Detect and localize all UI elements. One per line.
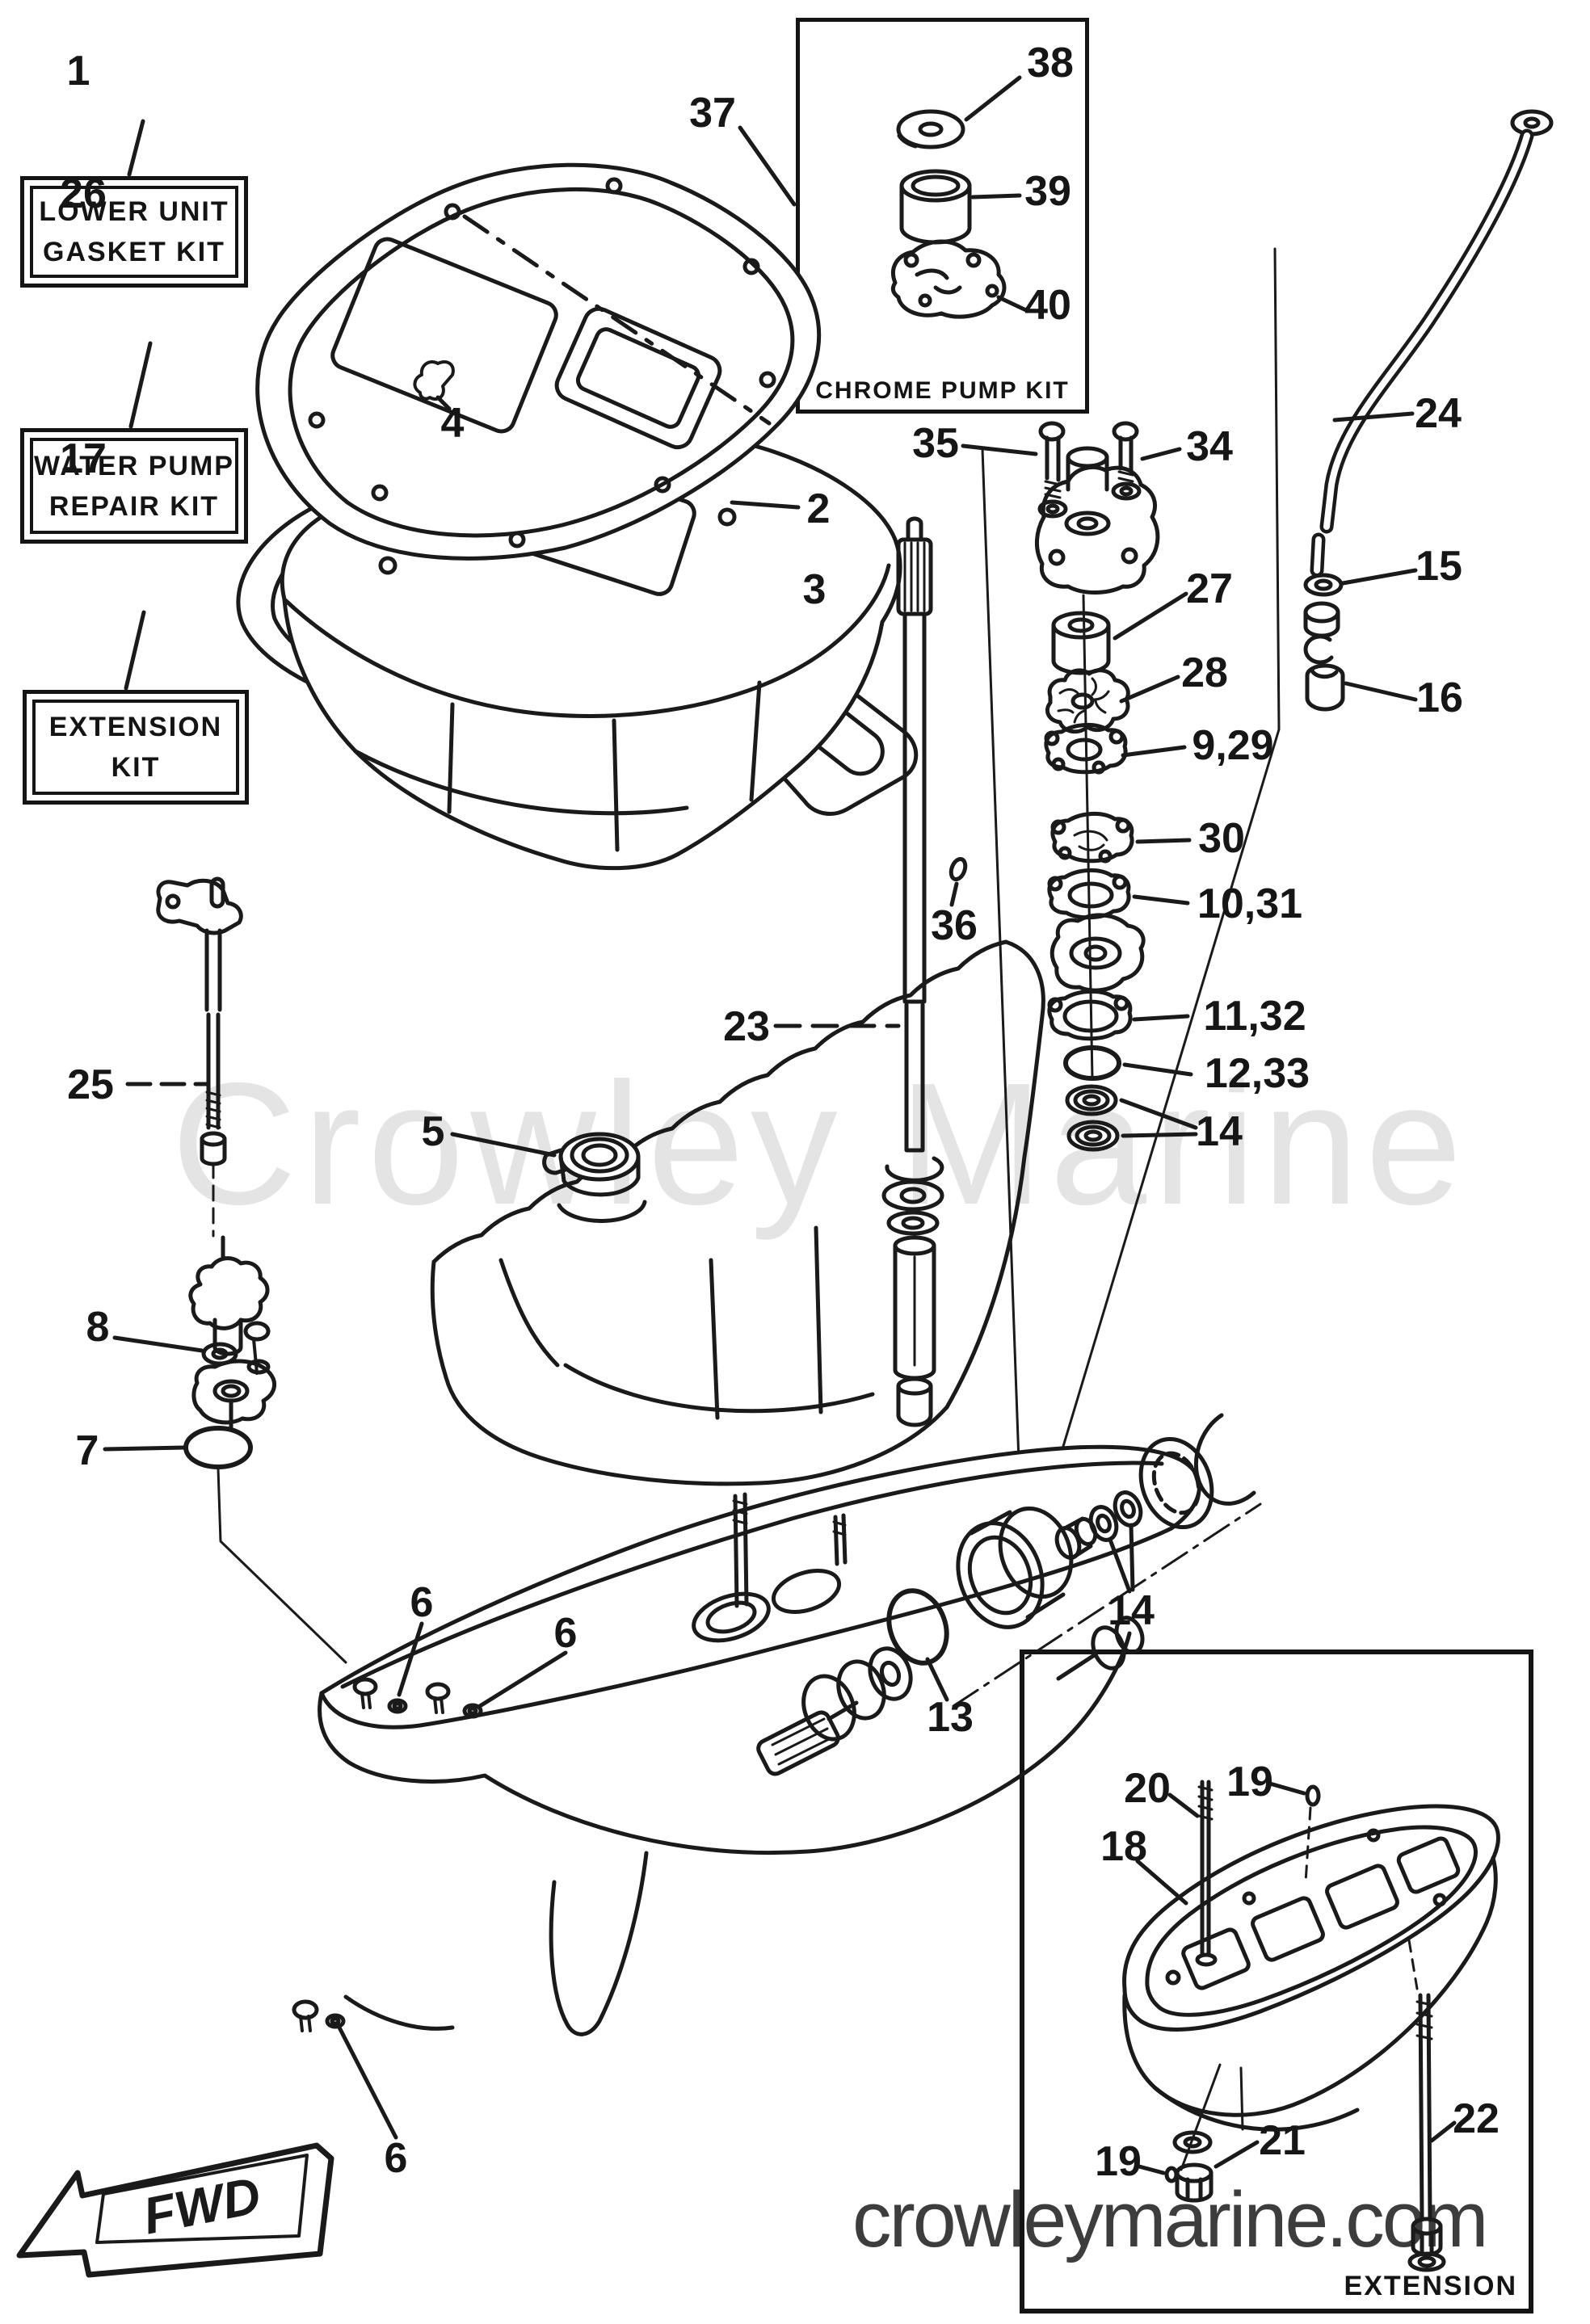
leader-line-6a <box>397 1621 424 1697</box>
upper-casing-hole <box>378 556 398 575</box>
leader-line-9-29 <box>1121 745 1187 758</box>
gasket-2-bolt-holes <box>308 177 776 548</box>
leader-line-16 <box>1344 681 1418 702</box>
pump-axis-line <box>1082 594 1094 1081</box>
leader-line-37 <box>738 125 797 207</box>
leader-line-35 <box>961 443 1038 456</box>
driveshaft-housing-drawing <box>430 939 1045 1486</box>
leader-line-6c <box>337 2025 398 2140</box>
leader-line-8 <box>112 1335 204 1353</box>
leader-line-14-pump <box>1119 1098 1198 1138</box>
plate-40-hole <box>965 252 982 268</box>
plate-40-hole <box>903 252 919 268</box>
water-pump-parts-drawing <box>1035 421 1160 1152</box>
seal-38-drawing <box>896 109 965 149</box>
assembly-guide-line <box>981 448 1024 1575</box>
kit-box-line: REPAIR KIT <box>48 490 220 522</box>
leader-line-5 <box>450 1132 557 1158</box>
gasket-2-port-small <box>554 306 722 450</box>
extension-inset-panel: EXTENSION <box>1020 1649 1533 2313</box>
plate-40-detail <box>915 268 962 295</box>
gasket-2-seam <box>462 214 772 426</box>
leader-line-22 <box>1429 2120 1457 2143</box>
leader-line-19a <box>1268 1781 1306 1796</box>
site-url-text: crowleymarine.com <box>852 2175 1488 2263</box>
upper-casing-rim <box>282 563 891 718</box>
shift-cam-drawing <box>183 1235 347 1664</box>
leader-line-39 <box>970 193 1022 200</box>
leader-line-15 <box>1340 568 1418 586</box>
leader-line-24 <box>1332 411 1415 422</box>
driveshaft-23-drawing <box>881 516 944 1427</box>
leader-line-26 <box>128 341 153 429</box>
leader-line-21 <box>1214 2140 1260 2169</box>
leader-line-1 <box>127 119 145 177</box>
leader-line-28 <box>1119 675 1180 704</box>
kit-box-line: KIT <box>111 752 161 783</box>
kit-box-line: EXTENSION <box>48 712 223 742</box>
upper-casing-seams <box>353 680 762 852</box>
water-pump-repair-kit-box: WATER PUMP REPAIR KIT <box>20 428 248 544</box>
leader-line-12-33 <box>1122 1062 1193 1077</box>
gasket-2-inner <box>288 187 795 538</box>
leader-line-19b <box>1137 2164 1166 2175</box>
clip-4-drawing <box>413 359 455 401</box>
water-pump-repair-kit-box-inner: WATER PUMP REPAIR KIT <box>30 438 238 534</box>
gasket-2-port-small-inner <box>575 327 701 429</box>
leader-line-20 <box>1167 1792 1200 1818</box>
extension-plate-drawing <box>1122 1780 1500 2272</box>
leader-line-38 <box>964 75 1022 122</box>
leader-line-18 <box>1135 1859 1188 1906</box>
leader-line-4 <box>435 395 452 411</box>
shift-rod-25-drawing <box>156 876 243 1238</box>
kit-box-line: GASKET KIT <box>43 237 225 267</box>
leader-line-17 <box>124 610 146 691</box>
leader-line-10-31 <box>1132 894 1190 906</box>
lower-unit-gasket-kit-box-inner: LOWER UNIT GASKET KIT <box>30 186 238 278</box>
prop-shaft-parts-drawing <box>756 1413 1256 1776</box>
bolt-6-drawings <box>292 1677 483 2032</box>
plate-40-hole <box>985 284 999 298</box>
leader-line-11-32 <box>1132 1014 1190 1022</box>
extension-kit-box: EXTENSION KIT <box>23 690 249 805</box>
clip-36-drawing <box>949 856 968 882</box>
kit-box-line: LOWER UNIT <box>39 196 229 227</box>
extension-panel-title: EXTENSION <box>1344 2271 1517 2301</box>
leader-line-34 <box>1140 447 1182 461</box>
leader-line-40 <box>996 295 1028 313</box>
kit-box-line: WATER PUMP <box>34 450 234 481</box>
extension-kit-box-inner: EXTENSION KIT <box>32 700 239 795</box>
leader-line-27 <box>1113 591 1188 641</box>
gasket-2-port <box>330 237 558 434</box>
lower-unit-gasket-kit-box: LOWER UNIT GASKET KIT <box>20 176 248 288</box>
gear-housing-drawing <box>318 1444 1262 2036</box>
leader-line-30 <box>1135 838 1192 844</box>
chrome-pump-kit-box: CHROME PUMP KIT <box>796 18 1089 414</box>
leader-line-7 <box>103 1445 187 1452</box>
bushing-5-drawing <box>542 1132 641 1197</box>
upper-casing-hole <box>717 507 737 527</box>
leader-line-14-prop <box>1108 1523 1135 1594</box>
fwd-flag <box>16 2142 334 2278</box>
cup-39-inner <box>911 174 961 197</box>
cup-39-top <box>899 169 972 203</box>
plate-40-drawing <box>890 239 1007 319</box>
seal-38-lip <box>897 133 918 149</box>
chrome-pump-kit-title: CHROME PUMP KIT <box>815 377 1070 404</box>
water-tube-24-drawing <box>1303 109 1554 712</box>
assembly-guide-line <box>1023 247 1281 1577</box>
leader-line-13 <box>925 1657 949 1702</box>
seal-38-hole <box>918 121 944 137</box>
watermark-text: Crowley Marine <box>171 1046 1469 1241</box>
leader-line-36 <box>949 881 959 907</box>
plate-40-hole <box>918 293 932 308</box>
leader-line-2 <box>730 500 801 510</box>
leader-line-6b <box>477 1650 568 1708</box>
